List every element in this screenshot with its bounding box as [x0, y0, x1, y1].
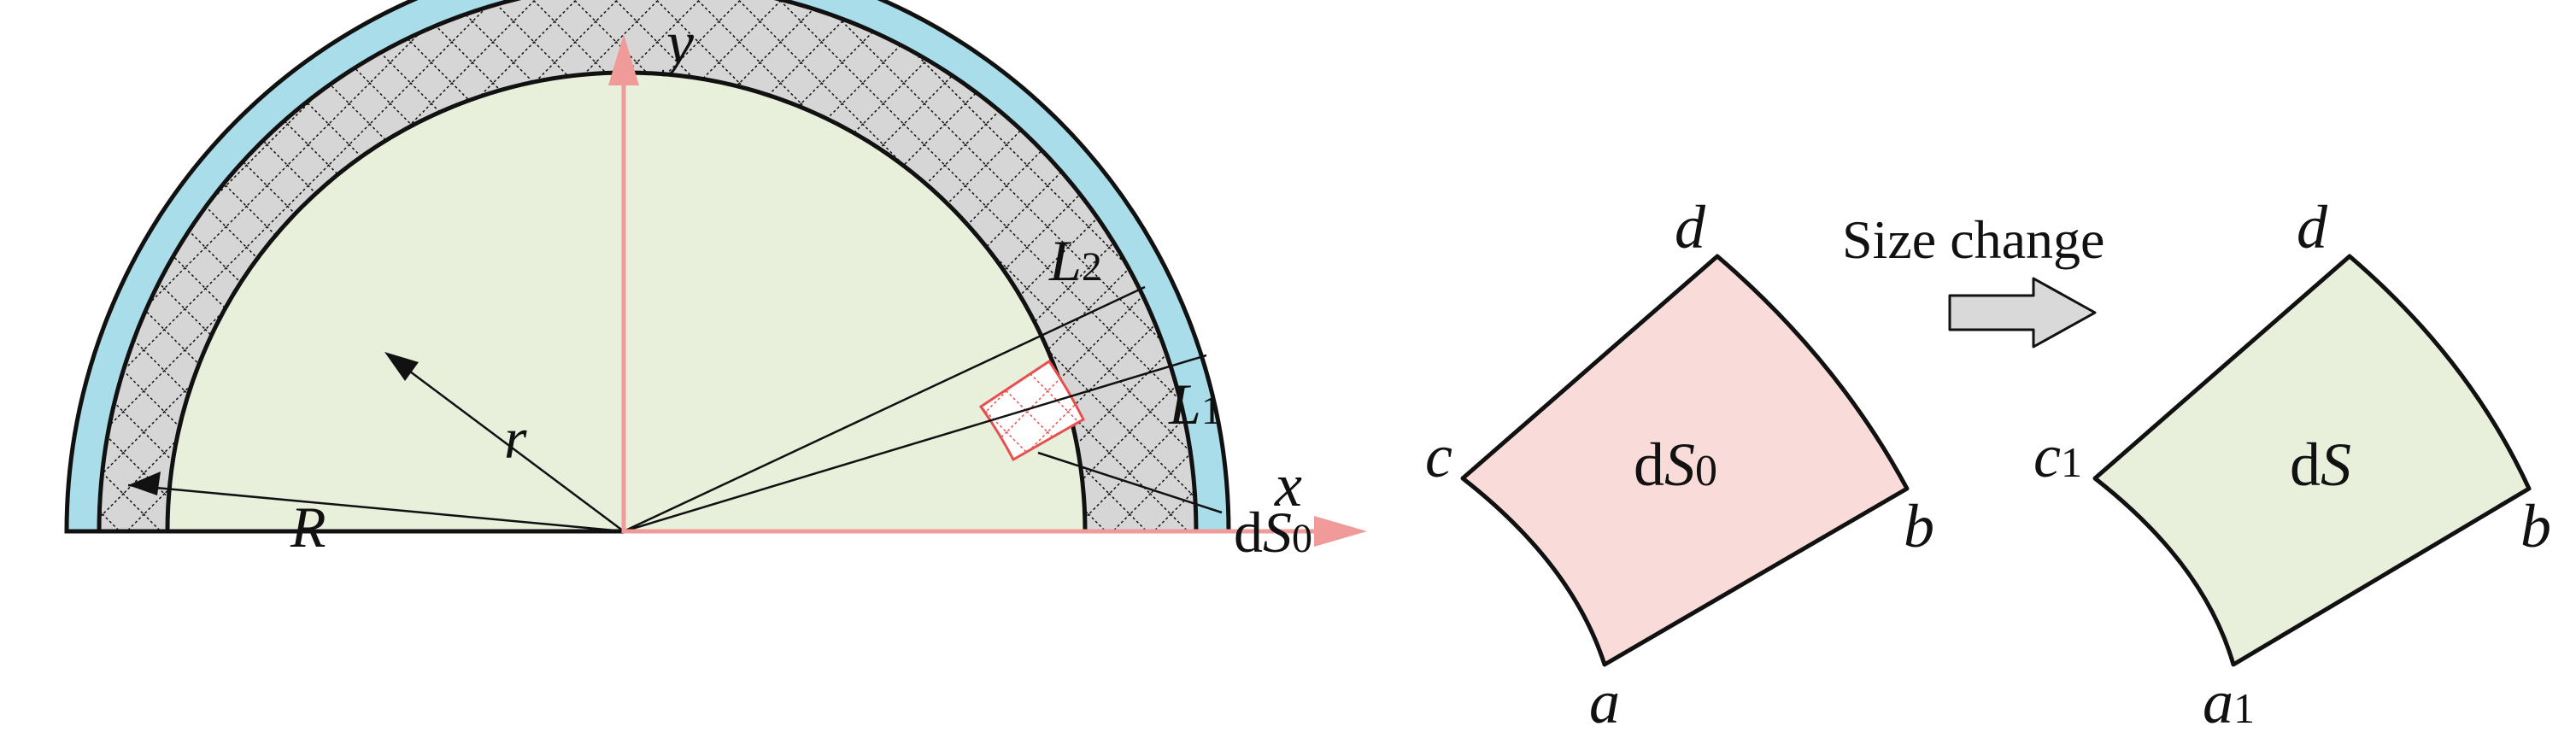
size-change-label: Size change	[1842, 209, 2104, 270]
corner-b2: b	[2520, 492, 2551, 560]
cross-section: y x r R L2 L1 dS0	[64, 0, 1367, 565]
element-dS0: dS0 d c b a	[1425, 193, 1934, 736]
radius-line-R	[127, 483, 625, 533]
label-x: x	[1274, 451, 1302, 519]
label-L2: L2	[1048, 228, 1102, 293]
element-dS0-shape	[1460, 254, 1910, 667]
label-dS0-center: dS0	[1634, 431, 1717, 499]
highlighted-element	[978, 359, 1085, 462]
label-y: y	[660, 9, 694, 77]
element-dS: dS d c1 b a1	[2033, 193, 2551, 736]
corner-a1: a1	[2203, 668, 2255, 736]
arrowhead-R	[128, 472, 161, 495]
corner-b: b	[1904, 492, 1934, 560]
dS0-leader-line	[1037, 451, 1223, 514]
label-L1: L1	[1168, 372, 1222, 436]
line-L1	[623, 354, 1207, 533]
corner-d2: d	[2297, 193, 2328, 261]
label-dS0-left: dS0	[1234, 500, 1312, 565]
size-change-group: Size change	[1842, 209, 2104, 349]
element-dS-shape	[2092, 254, 2532, 667]
line-L2	[623, 285, 1146, 533]
label-R: R	[290, 495, 326, 559]
y-axis-arrow	[608, 34, 639, 85]
size-change-arrow-icon	[1948, 277, 2097, 349]
x-axis-arrow	[1314, 516, 1367, 547]
label-r: r	[504, 406, 527, 471]
corner-d: d	[1675, 193, 1706, 261]
corner-c: c	[1425, 422, 1452, 490]
corner-c1: c1	[2033, 422, 2082, 490]
arrowhead-r	[384, 352, 419, 381]
label-dS-center: dS	[2290, 431, 2351, 499]
radius-line-r	[392, 357, 625, 533]
corner-a: a	[1589, 668, 1620, 736]
